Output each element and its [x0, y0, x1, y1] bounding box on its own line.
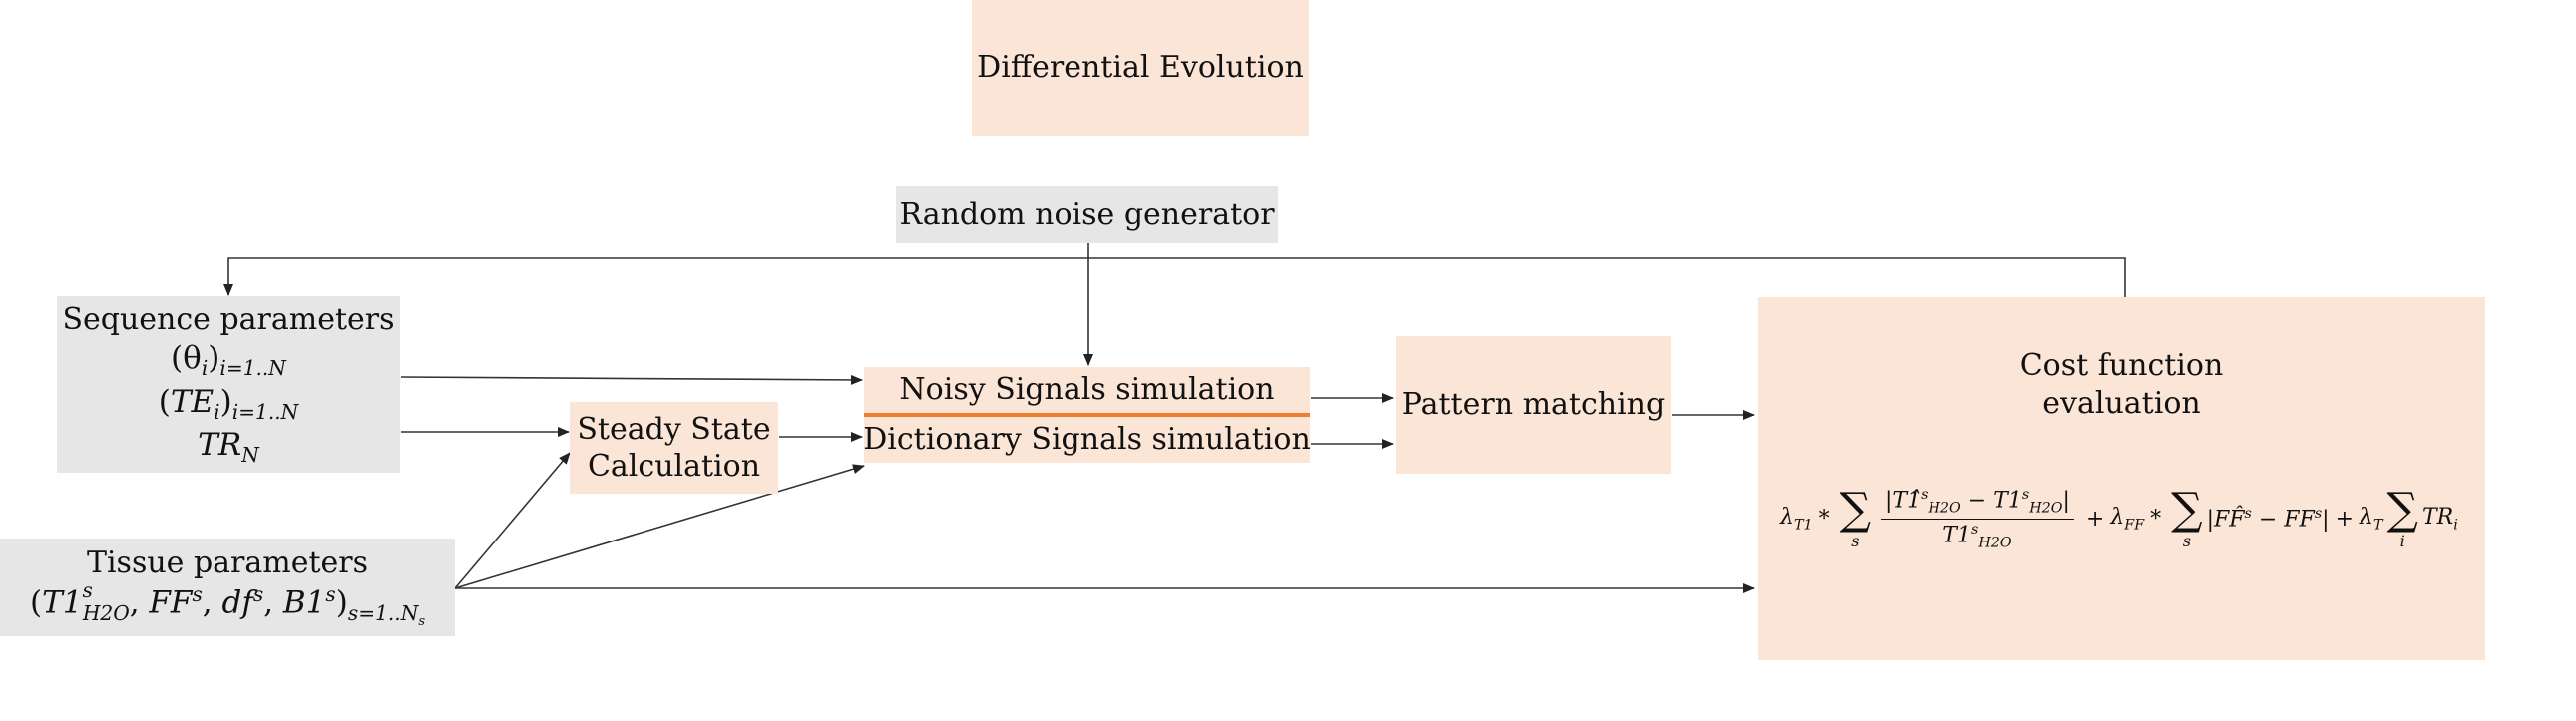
tissue-parameters-box: Tissue parameters (T1sH2O, FFs, dfs, B1s… — [0, 539, 455, 636]
tissue-to-dictionary-arrow — [454, 464, 865, 589]
dictionary-signals-simulation: Dictionary Signals simulation — [863, 417, 1311, 463]
signals-separator — [864, 413, 1310, 417]
tr-parameter: TRN — [198, 426, 259, 468]
dictionary-signals-label: Dictionary Signals simulation — [863, 422, 1311, 458]
cost-function-title-line2: evaluation — [2042, 385, 2201, 421]
differential-evolution-label: Differential Evolution — [977, 50, 1304, 86]
steady-state-label-line1: Steady State — [577, 411, 771, 447]
noisy-signals-simulation: Noisy Signals simulation — [864, 367, 1310, 413]
tissue-parameters-tuple: (T1sH2O, FFs, dfs, B1s)s=1..Ns — [29, 578, 426, 630]
steady-state-calculation-box: Steady State Calculation — [570, 402, 778, 494]
pattern-matching-box: Pattern matching — [1396, 336, 1671, 474]
cost-function-box: Cost function evaluation λT1* ∑s |T1̂sH2… — [1758, 297, 2485, 660]
sequence-parameters-title: Sequence parameters — [62, 301, 395, 337]
cost-function-formula: λT1* ∑s |T1̂sH2O − T1sH2O|T1sH2O + λFF* … — [1780, 483, 2458, 551]
feedback-arrow — [223, 257, 2126, 297]
random-noise-generator-box: Random noise generator — [896, 186, 1278, 243]
signals-simulation-box: Noisy Signals simulation Dictionary Sign… — [863, 367, 1311, 463]
tissue-parameters-title: Tissue parameters — [86, 544, 369, 580]
noisy-signals-label: Noisy Signals simulation — [899, 372, 1275, 408]
cost-function-title-line1: Cost function — [2019, 348, 2224, 383]
pattern-matching-label: Pattern matching — [1401, 387, 1666, 423]
steady-state-label-line2: Calculation — [587, 449, 761, 484]
te-parameter: (TEi)i=1..N — [158, 383, 299, 424]
sequence-parameters-box: Sequence parameters (θi)i=1..N (TEi)i=1.… — [57, 296, 400, 473]
differential-evolution-box: Differential Evolution — [972, 0, 1309, 136]
seq-to-signals-arrow — [400, 374, 863, 385]
theta-parameter: (θi)i=1..N — [171, 340, 286, 381]
cost-function-title: Cost function evaluation — [1758, 347, 2485, 422]
tissue-to-steady-arrow — [454, 452, 571, 589]
random-noise-generator-label: Random noise generator — [899, 196, 1275, 232]
